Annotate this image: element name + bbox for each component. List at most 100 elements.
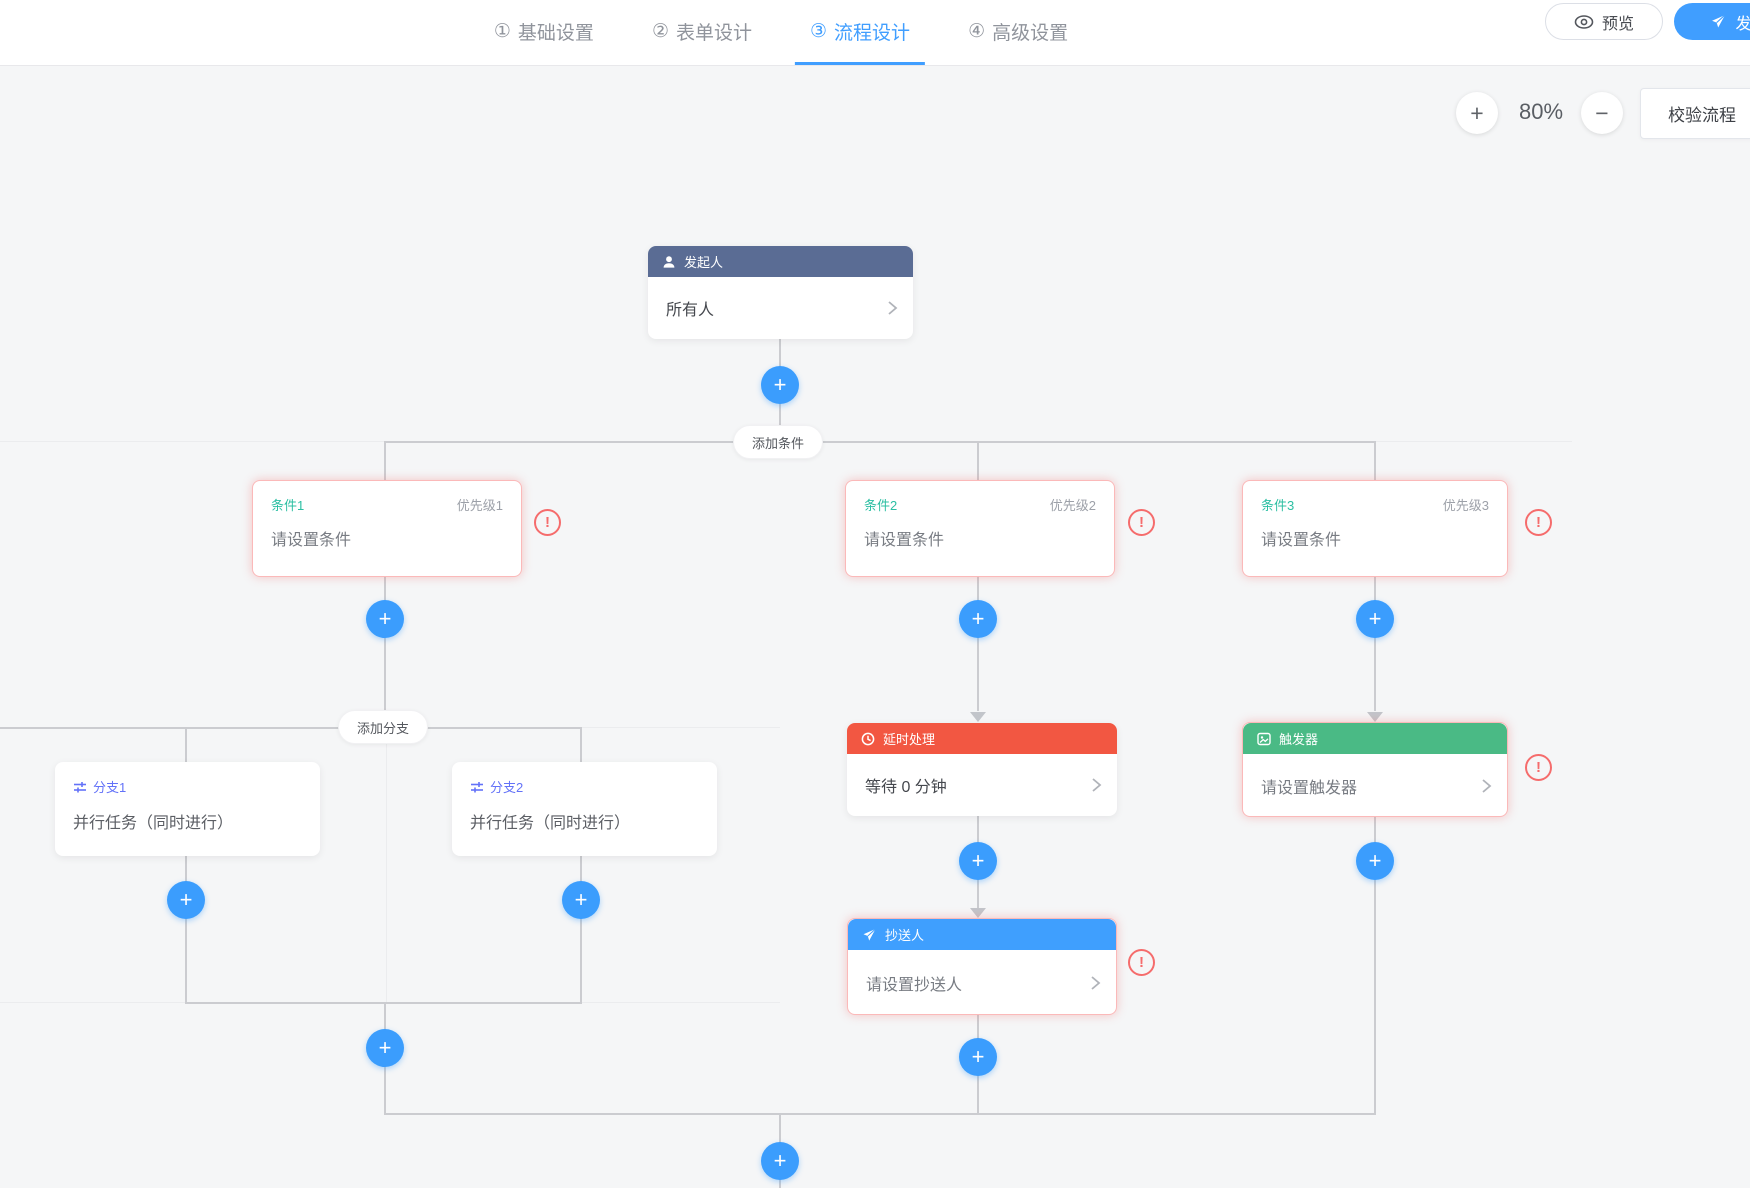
tab-label: 高级设置 [992,22,1069,44]
zoom-out-button[interactable]: − [1581,92,1623,134]
validate-flow-button[interactable]: 校验流程 [1640,88,1750,139]
connector-line [384,1113,1376,1115]
warning-icon: ! [534,509,561,536]
send-icon [1712,14,1726,28]
plus-icon: + [1368,848,1382,873]
plus-icon: + [971,1044,985,1069]
branch-node-2[interactable]: 分支2 并行任务（同时进行） [452,762,717,856]
add-node-button[interactable]: + [761,1142,799,1180]
connector-line [580,856,582,1003]
step-number: ① [493,20,511,42]
add-node-button[interactable]: + [366,1029,404,1067]
plus-icon: + [971,848,985,873]
node-title: 发起人 [684,255,724,270]
add-node-button[interactable]: + [562,881,600,919]
publish-label: 发布 [1735,15,1750,33]
guide-line [0,1002,186,1003]
arrow-down-icon [1367,712,1383,722]
connector-line [1374,577,1376,711]
connector-line [0,727,582,729]
arrow-down-icon [970,908,986,918]
connector-line [185,727,187,763]
branch-title-row: 分支1 [55,762,320,796]
arrow-down-icon [970,712,986,722]
minus-icon: − [1595,99,1609,126]
add-node-button[interactable]: + [366,600,404,638]
delay-node[interactable]: 延时处理 等待 0 分钟 [847,723,1117,816]
plus-icon: + [574,887,588,912]
tab-label: 流程设计 [834,22,911,44]
preview-button[interactable]: 预览 [1545,3,1663,40]
warning-glyph: ! [1536,759,1541,776]
connector-line [977,577,979,711]
guide-line [582,727,780,728]
tab-process-design[interactable]: ③ 流程设计 [795,0,926,65]
warning-glyph: ! [1139,954,1144,971]
warning-icon: ! [1525,754,1552,781]
chevron-right-icon [1091,976,1101,990]
connector-line [384,441,1376,443]
condition-name: 条件3 [1261,498,1295,513]
chevron-right-icon [1482,779,1492,793]
condition-node-3[interactable]: 条件3 优先级3 请设置条件 [1242,480,1508,577]
plus-icon: + [971,606,985,631]
step-number: ③ [810,20,828,42]
parallel-branch-icon [74,781,86,792]
connector-line [384,441,386,481]
connector-line [1374,441,1376,481]
send-icon [863,928,876,941]
node-title: 抄送人 [885,928,925,943]
trigger-node-header: 触发器 [1243,723,1507,754]
top-navigation-bar: ① 基础设置 ② 表单设计 ③ 流程设计 ④ 高级设置 预览 [0,0,1750,66]
condition-title-row: 条件3 优先级3 [1243,481,1507,514]
trigger-placeholder: 请设置触发器 [1261,780,1358,797]
add-node-button[interactable]: + [167,881,205,919]
guide-line [386,729,387,1002]
condition-name: 条件2 [864,498,898,513]
condition-node-1[interactable]: 条件1 优先级1 请设置条件 [252,480,522,577]
add-branch-button[interactable]: 添加分支 [338,710,429,744]
guide-line [582,1002,780,1003]
condition-name: 条件1 [271,498,305,513]
tab-label: 基础设置 [517,22,594,44]
start-node[interactable]: 发起人 所有人 [648,246,913,339]
step-number: ④ [968,20,986,42]
warning-icon: ! [1128,509,1155,536]
branch-body-text: 并行任务（同时进行） [73,815,234,832]
add-node-button[interactable]: + [959,600,997,638]
branch-name: 分支1 [93,780,127,795]
plus-icon: + [773,372,787,397]
zoom-in-button[interactable]: + [1456,92,1498,134]
add-condition-label: 添加条件 [752,435,805,451]
condition-placeholder: 请设置条件 [271,532,352,549]
tab-basic-settings[interactable]: ① 基础设置 [479,0,609,65]
connector-line [977,441,979,481]
trigger-node[interactable]: 触发器 请设置触发器 [1242,722,1508,817]
tab-advanced-settings[interactable]: ④ 高级设置 [953,0,1083,65]
add-condition-button[interactable]: 添加条件 [733,425,824,459]
cc-node-header: 抄送人 [848,919,1116,950]
warning-glyph: ! [1536,514,1541,531]
condition-node-2[interactable]: 条件2 优先级2 请设置条件 [845,480,1115,577]
add-node-button[interactable]: + [1356,600,1394,638]
preview-label: 预览 [1601,15,1634,33]
start-value: 所有人 [666,302,715,319]
add-node-button[interactable]: + [959,842,997,880]
add-node-button[interactable]: + [761,366,799,404]
branch-node-1[interactable]: 分支1 并行任务（同时进行） [55,762,320,856]
add-node-button[interactable]: + [959,1038,997,1076]
add-node-button[interactable]: + [1356,842,1394,880]
condition-title-row: 条件1 优先级1 [253,481,521,514]
add-branch-label: 添加分支 [357,720,410,736]
publish-button[interactable]: 发布 [1674,3,1750,40]
cc-node[interactable]: 抄送人 请设置抄送人 [847,918,1117,1015]
trigger-icon [1257,732,1271,745]
delay-value: 等待 0 分钟 [865,779,947,796]
branch-body-text: 并行任务（同时进行） [470,815,631,832]
zoom-level: 80% [1518,99,1564,124]
chevron-right-icon [888,301,898,315]
condition-placeholder: 请设置条件 [1261,532,1342,549]
trigger-node-body: 请设置触发器 [1243,754,1507,818]
tab-form-design[interactable]: ② 表单设计 [637,0,767,65]
